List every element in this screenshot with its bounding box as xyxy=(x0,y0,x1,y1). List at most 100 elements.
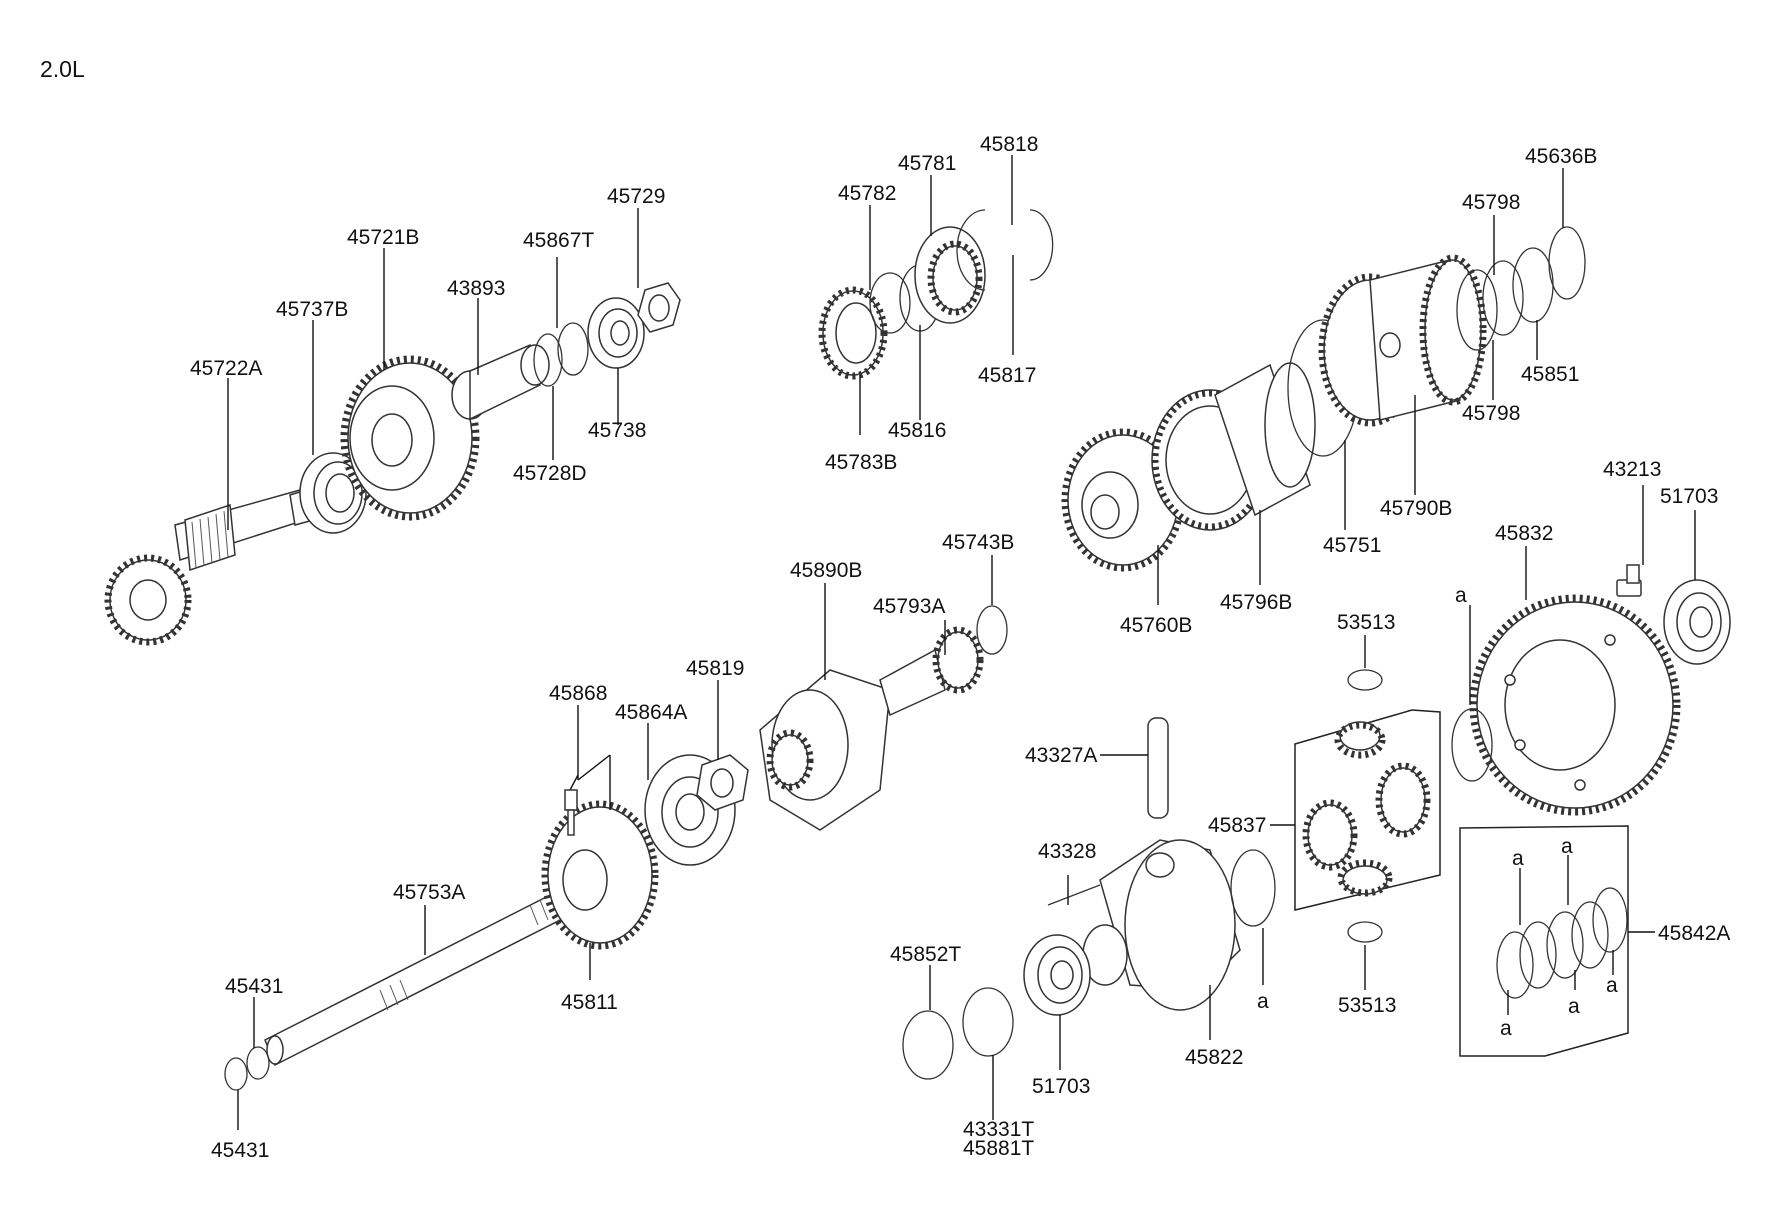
part-label: 45868 xyxy=(549,682,607,705)
part-label: 45864A xyxy=(615,701,687,724)
part-label: 45798 xyxy=(1462,191,1520,214)
part-label: 45738 xyxy=(588,419,646,442)
bearing-51703b-drawing xyxy=(1023,934,1091,1016)
ref-mark-a: a xyxy=(1512,847,1524,870)
ring-45867t-drawing xyxy=(557,322,589,376)
part-label: 45790B xyxy=(1380,497,1452,520)
part-label: 45819 xyxy=(686,657,744,680)
washer-45431a-drawing xyxy=(224,1057,248,1091)
part-label: 45811 xyxy=(561,991,618,1014)
washer-45798b-drawing xyxy=(1482,260,1524,336)
part-label: 51703 xyxy=(1032,1075,1090,1098)
part-label: 45781 xyxy=(898,152,956,175)
part-label: 45793A xyxy=(873,595,945,618)
part-label: 53513 xyxy=(1337,611,1395,634)
part-label: 45431 xyxy=(211,1139,269,1162)
part-label: 43327A xyxy=(1025,744,1097,767)
gear-45811-drawing xyxy=(541,800,659,950)
diagram-title: 2.0L xyxy=(40,56,85,82)
sleeve-43893-drawing xyxy=(451,343,550,421)
nut-45819-drawing xyxy=(696,754,749,811)
part-label: 45751 xyxy=(1323,534,1381,557)
part-label: 45881T xyxy=(963,1137,1034,1160)
part-label: 45842A xyxy=(1658,922,1730,945)
part-label: 43213 xyxy=(1603,458,1661,481)
part-labels: 45722A 45737B 45721B 43893 45867T 45729 … xyxy=(190,133,1730,1162)
part-label: 45851 xyxy=(1521,363,1579,386)
shim-box-45842a-drawing xyxy=(1459,825,1629,1057)
part-label: 53513 xyxy=(1338,994,1396,1017)
washer-45431b-drawing xyxy=(246,1046,270,1080)
carrier-45890b-drawing xyxy=(759,669,891,831)
output-shaft-45753a-drawing xyxy=(264,888,571,1067)
part-label: 45782 xyxy=(838,182,896,205)
shim-45852t-drawing xyxy=(902,1010,954,1080)
ring-45817-drawing xyxy=(956,209,986,291)
part-label: 45729 xyxy=(607,185,665,208)
part-label: 45798 xyxy=(1462,402,1520,425)
ring-45782-drawing xyxy=(869,272,911,334)
washer-53513b-drawing xyxy=(1347,921,1383,943)
bearing-51703a-drawing xyxy=(1663,579,1731,665)
part-label: 45818 xyxy=(980,133,1038,156)
ref-mark-a: a xyxy=(1257,990,1269,1013)
sleeve-45781-drawing xyxy=(914,226,986,324)
washer-a1-drawing xyxy=(1230,849,1276,927)
part-label: 45722A xyxy=(190,357,262,380)
part-label: 45721B xyxy=(347,226,419,249)
bolt-45868-part xyxy=(564,789,578,836)
bolt-45868-drawing xyxy=(569,774,579,791)
pin-43328-drawing xyxy=(1047,884,1101,906)
ref-mark-a: a xyxy=(1455,584,1467,607)
part-label: 45837 xyxy=(1208,814,1266,837)
part-label: 43328 xyxy=(1038,840,1096,863)
part-label: 45816 xyxy=(888,419,946,442)
ref-mark-a: a xyxy=(1500,1017,1512,1040)
washer-45798-drawing xyxy=(1456,269,1498,351)
drum-45751-drawing xyxy=(1214,362,1316,517)
part-label: 45822 xyxy=(1185,1046,1243,1069)
carrier-45760b-drawing xyxy=(1061,428,1185,572)
clutch-drum-45790b-drawing xyxy=(1318,254,1487,427)
part-label: 45783B xyxy=(825,451,897,474)
shim-43331t-drawing xyxy=(962,987,1014,1057)
part-label: 45817 xyxy=(978,364,1036,387)
ref-mark-a: a xyxy=(1561,835,1573,858)
reference-marks: a a a a a a a xyxy=(1257,584,1618,1040)
ref-mark-a: a xyxy=(1568,995,1580,1018)
ring-45818-drawing xyxy=(1029,209,1054,281)
washer-45636b-drawing xyxy=(1548,226,1586,300)
part-label: 45743B xyxy=(942,531,1014,554)
bearing-45737b-drawing xyxy=(299,452,367,534)
part-label: 45431 xyxy=(225,975,283,998)
part-label: 43893 xyxy=(447,277,505,300)
snap-ring-45728d-drawing xyxy=(533,333,563,387)
washer-45851-drawing xyxy=(1512,247,1554,323)
part-label: 45737B xyxy=(276,298,348,321)
nut-45729-drawing xyxy=(637,282,681,333)
final-gear-45832-drawing xyxy=(1469,594,1681,816)
part-label: 45832 xyxy=(1495,522,1553,545)
part-label: 45852T xyxy=(890,943,961,966)
part-label: 45867T xyxy=(523,229,594,252)
part-label: 45753A xyxy=(393,881,465,904)
gear-45793a-drawing xyxy=(879,626,984,717)
pinion-box-45837-drawing xyxy=(1294,709,1441,911)
diff-case-45822-drawing xyxy=(1082,839,1241,1011)
part-label: 45796B xyxy=(1220,591,1292,614)
leader-lines xyxy=(227,155,1696,1130)
part-label: 51703 xyxy=(1660,485,1718,508)
washer-a2-drawing xyxy=(1451,708,1493,782)
pin-43327a-drawing xyxy=(1147,717,1169,819)
bearing-45738-drawing xyxy=(587,297,645,369)
washer-53513a-drawing xyxy=(1347,669,1383,691)
part-label: 43331T xyxy=(963,1118,1034,1141)
synchro-ring-45783b-drawing xyxy=(818,286,888,380)
part-drawings xyxy=(104,209,1731,1091)
ref-mark-a: a xyxy=(1606,974,1618,997)
part-label: 45890B xyxy=(790,559,862,582)
ring-45743b-drawing xyxy=(976,605,1008,655)
part-label: 45636B xyxy=(1525,145,1597,168)
bolt-43213-drawing xyxy=(1616,564,1642,597)
